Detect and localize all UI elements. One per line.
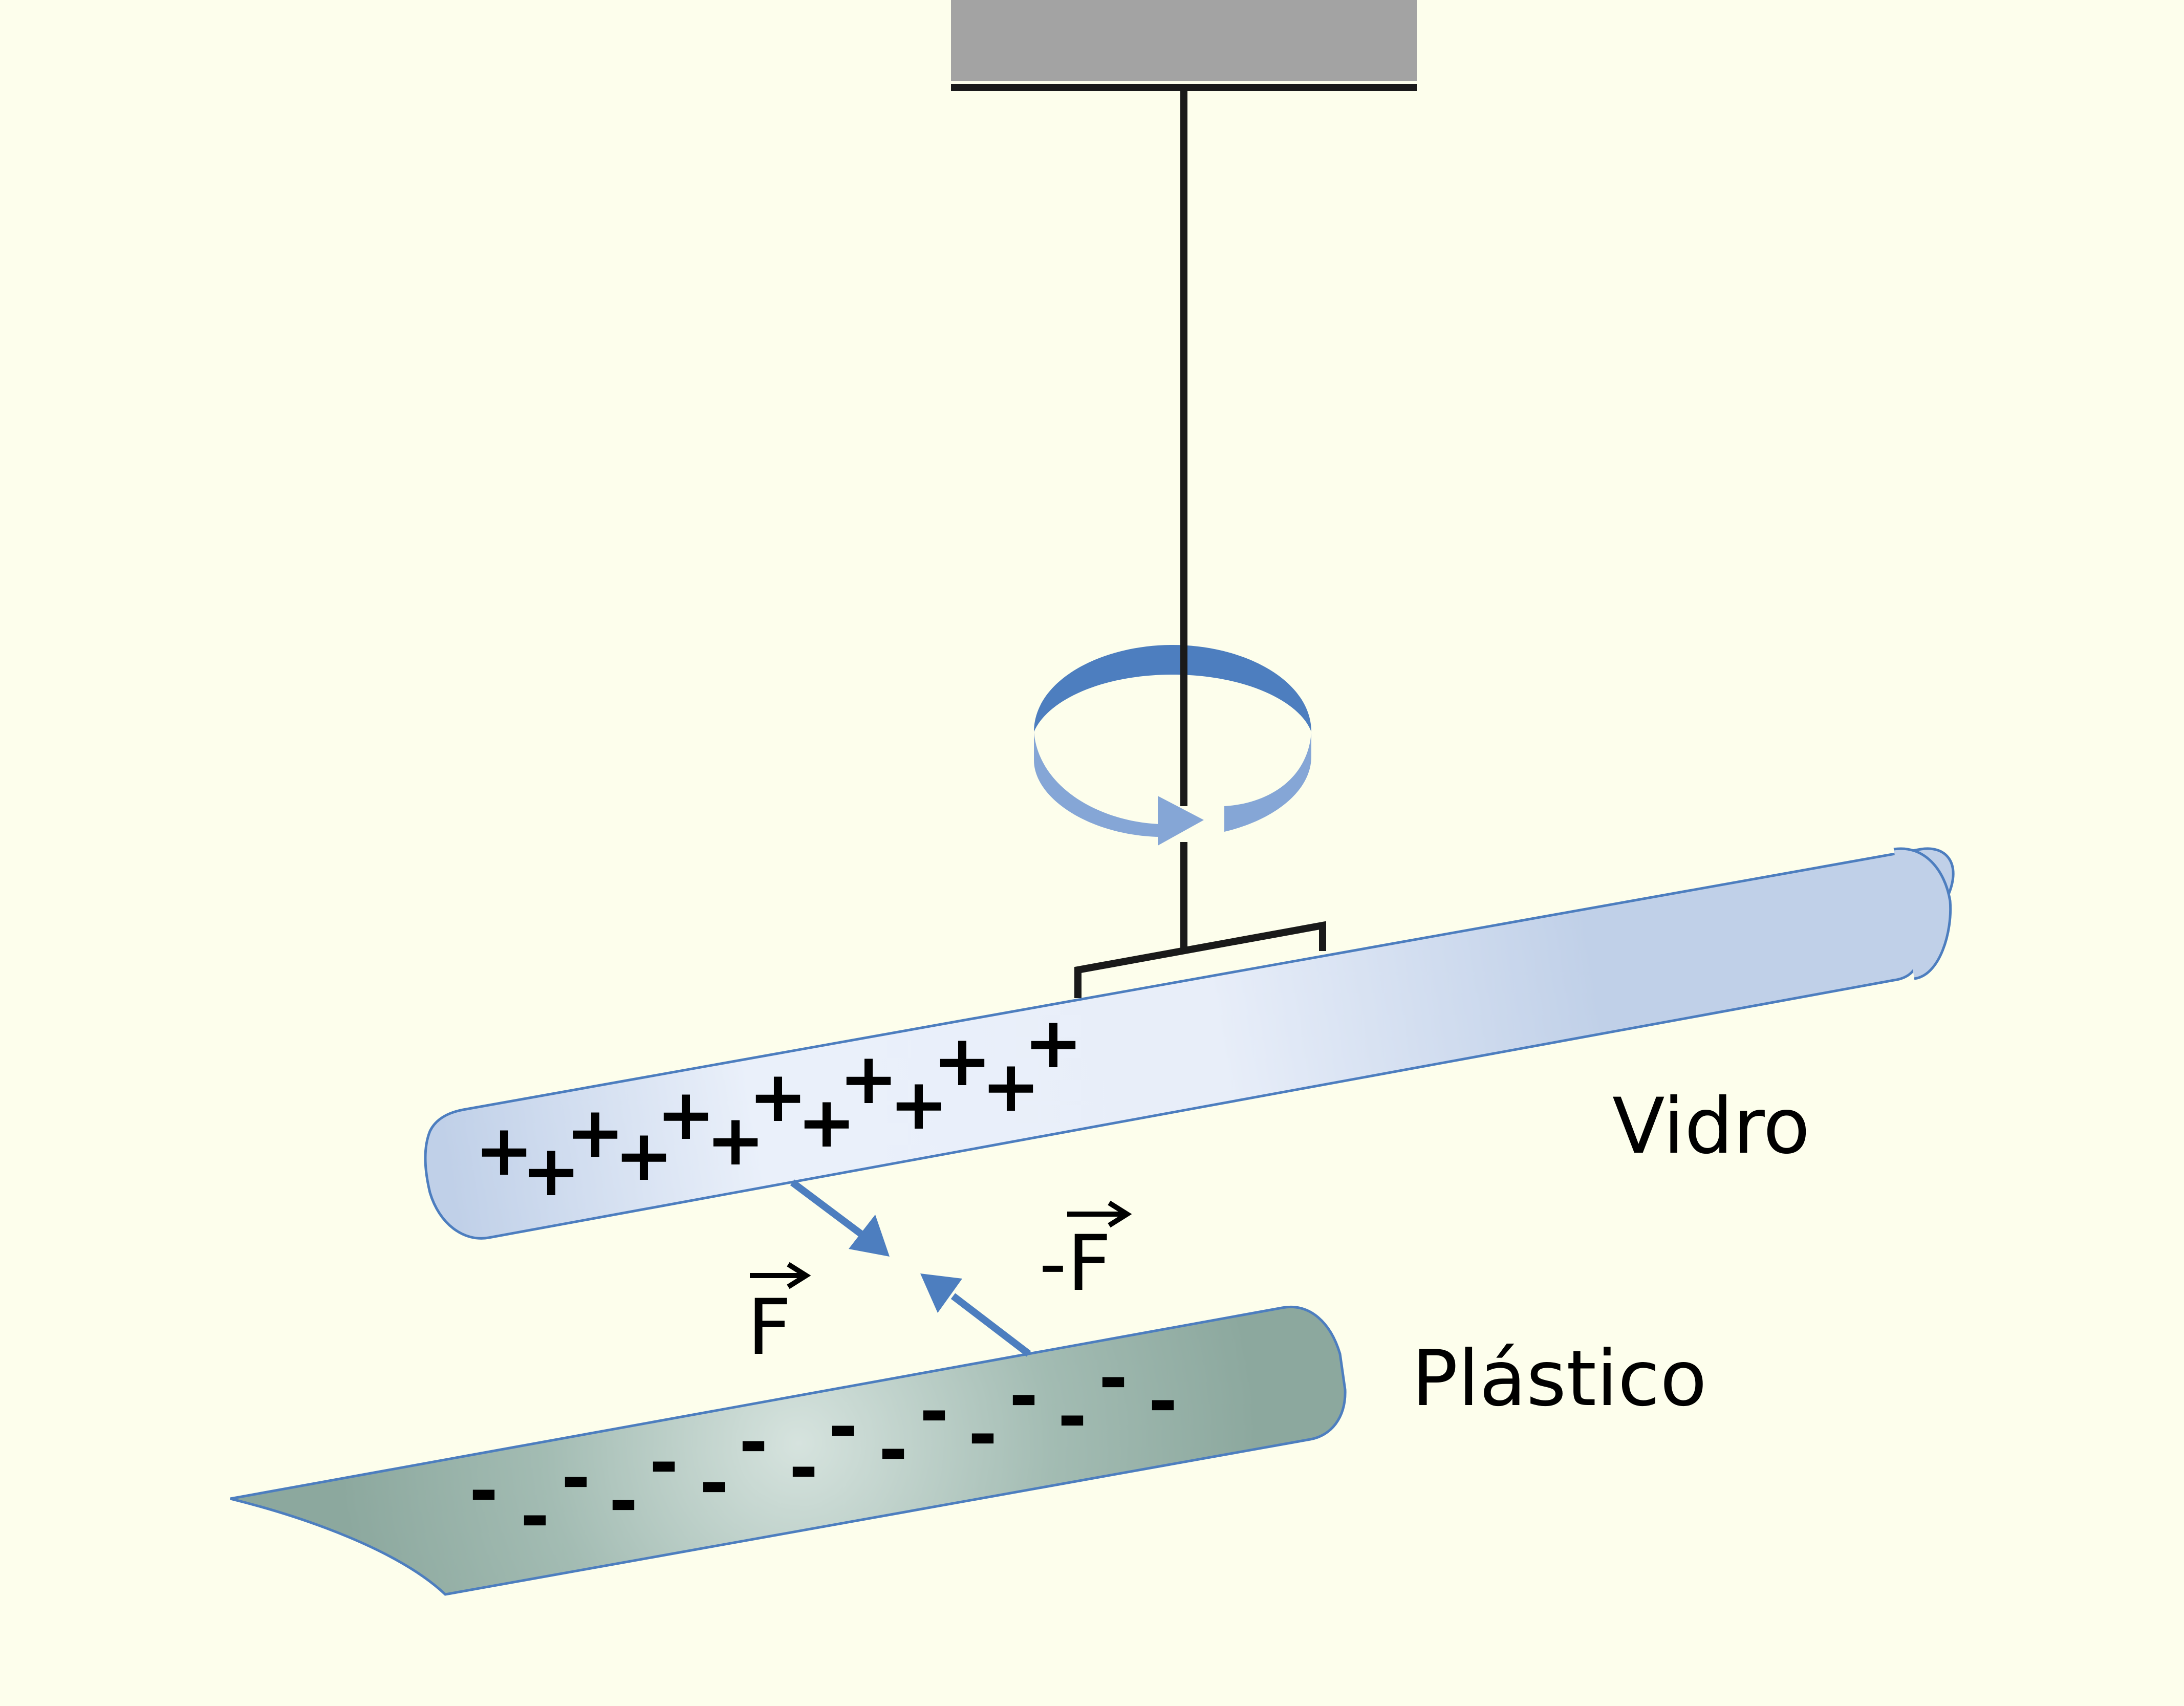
positive-charge: +: [839, 1038, 898, 1120]
force-arrow-shaft: [790, 1179, 867, 1239]
reaction-force-symbol: F: [1067, 1219, 1111, 1308]
reaction-force-arrow-shaft: [950, 1293, 1031, 1357]
positive-charge: +: [614, 1114, 674, 1197]
rotation-arrowhead: [1158, 796, 1204, 846]
positive-charge: +: [933, 1020, 992, 1102]
negative-charge: -: [878, 1409, 907, 1491]
positive-charge: +: [566, 1091, 625, 1174]
negative-charge: -: [739, 1401, 768, 1483]
positive-charge: +: [1024, 1002, 1083, 1084]
plastic-charges: ----------------: [469, 1337, 1177, 1558]
rotation-band-upper: [1034, 645, 1311, 732]
rotation-arrow-icon: [1034, 645, 1311, 846]
vector-arrow-icon: [750, 1262, 811, 1289]
rod-hanger-bracket: [1074, 921, 1326, 998]
force-arrow-on-glass: [920, 1273, 1031, 1357]
plastic-sheet-body: [230, 1306, 1347, 1596]
glass-label: Vidro: [1612, 1082, 1810, 1171]
negative-charge: -: [919, 1370, 948, 1453]
negative-charge: -: [968, 1393, 997, 1476]
positive-charge: +: [706, 1099, 765, 1181]
negative-charge: -: [789, 1427, 818, 1509]
positive-charge: +: [797, 1081, 856, 1163]
vector-arrow-icon: [1067, 1200, 1132, 1228]
glass-rod-cap: [1893, 847, 1952, 980]
force-symbol: F: [747, 1283, 791, 1372]
glass-rod: [424, 847, 1955, 1240]
negative-charge: -: [1098, 1337, 1128, 1419]
positive-charge: +: [889, 1063, 948, 1146]
reaction-force-label: - F: [1039, 1200, 1132, 1308]
negative-charge: -: [520, 1475, 549, 1558]
positive-charge: +: [981, 1045, 1041, 1128]
negative-charge: -: [469, 1450, 498, 1532]
negative-charge: -: [699, 1442, 728, 1524]
rotation-band-lower-right: [1224, 732, 1311, 832]
negative-charge: -: [1057, 1375, 1087, 1458]
reaction-force-arrowhead: [920, 1273, 962, 1313]
positive-charge: +: [474, 1109, 534, 1192]
glass-charges: +++++++++++++: [474, 1002, 1083, 1212]
negative-charge: -: [609, 1460, 638, 1542]
glass-rod-body: [424, 847, 1955, 1240]
suspension-string: [1074, 90, 1326, 998]
negative-charge: -: [1009, 1355, 1038, 1437]
force-label: F: [747, 1262, 811, 1372]
negative-charge: -: [561, 1437, 590, 1519]
plastic-sheet: [230, 1306, 1347, 1596]
force-arrowhead: [849, 1215, 890, 1257]
negative-charge: -: [649, 1421, 678, 1504]
ceiling-support: [951, 0, 1417, 91]
positive-charge: +: [748, 1055, 808, 1138]
negative-charge: -: [828, 1386, 857, 1468]
rotation-band-lower-left: [1034, 732, 1159, 837]
positive-charge: +: [522, 1130, 581, 1212]
force-arrow-on-plastic: [790, 1179, 890, 1257]
positive-charge: +: [656, 1073, 716, 1156]
reaction-force-sign: -: [1039, 1219, 1067, 1308]
plastic-label: Plástico: [1412, 1334, 1707, 1423]
ceiling-block: [951, 0, 1417, 81]
negative-charge: -: [1148, 1360, 1177, 1442]
